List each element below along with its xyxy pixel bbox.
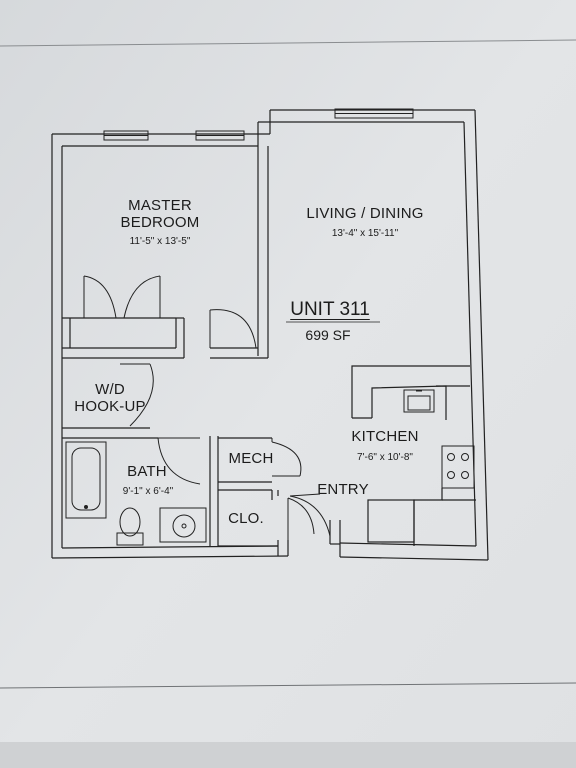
living-dining-dims: 13'-4" x 15'-11" [331,228,399,239]
bedroom-closet-doors [83,275,161,319]
wd-hookup-label-line1: W/D [95,381,125,398]
wd-hookup-label: W/D HOOK-UP [60,381,160,415]
paper-top-edge [0,39,576,47]
master-bedroom-dims: 11'-5" x 13'-5" [129,236,191,247]
bath-label: BATH [127,463,167,480]
windows [103,108,414,141]
living-dining-label: LIVING / DINING [306,205,424,222]
master-bedroom-label-line1: MASTER [128,197,192,214]
master-bedroom-label: MASTER BEDROOM [108,197,212,231]
kitchen-dims: 7'-6" x 10'-8" [357,452,413,463]
mech-door [271,438,302,477]
kitchen-label: KITCHEN [351,428,419,445]
closet-label: CLO. [228,510,264,527]
wd-door [120,357,154,427]
kitchen-range [441,445,475,489]
toilet [116,507,144,546]
bathtub [65,441,107,519]
bedroom-door [209,309,257,349]
bath-sink [159,507,207,543]
unit-area: 699 SF [305,327,351,343]
bath-door [157,437,201,485]
wd-hookup-label-line2: HOOK-UP [74,397,146,415]
kitchen-counters [351,365,476,546]
interior-walls [62,146,341,557]
unit-title: UNIT 311 [290,299,370,320]
bath-dims: 9'-1" x 6'-4" [122,486,174,497]
mech-label: MECH [228,450,274,467]
closet-door [287,497,315,540]
entry-door [289,493,331,537]
entry-label: ENTRY [317,481,369,498]
paper-bottom-edge [0,682,576,689]
kitchen-sink [403,389,435,413]
table-surface [0,742,576,768]
master-bedroom-label-line2: BEDROOM [120,213,200,231]
